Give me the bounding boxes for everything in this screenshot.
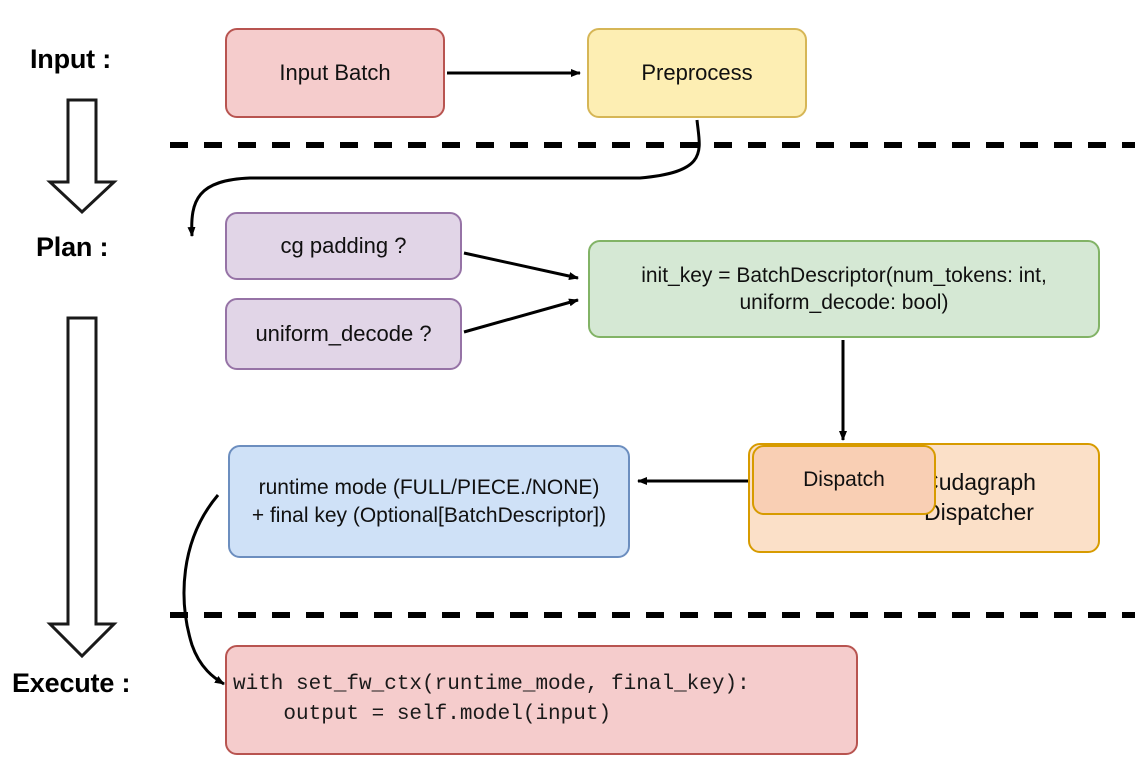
node-cudagraph-dispatcher-label: Cudagraph Dispatcher bbox=[922, 469, 1036, 525]
node-runtime-mode-label: runtime mode (FULL/PIECE./NONE) + final … bbox=[251, 476, 607, 527]
node-execute-code[interactable]: with set_fw_ctx(runtime_mode, final_key)… bbox=[225, 645, 858, 755]
node-runtime-mode[interactable]: runtime mode (FULL/PIECE./NONE) + final … bbox=[228, 445, 630, 558]
stage-label-execute: Execute : bbox=[12, 668, 131, 698]
arrow-runtime-mode-to-execute-code bbox=[182, 494, 225, 686]
node-init-key-label: init_key = BatchDescriptor(num_tokens: i… bbox=[641, 263, 1047, 314]
node-dispatch-label: Dispatch bbox=[803, 468, 885, 492]
node-cg-padding[interactable]: cg padding ? bbox=[225, 212, 462, 280]
node-execute-code-label: with set_fw_ctx(runtime_mode, final_key)… bbox=[233, 672, 750, 726]
stage-label-input: Input : bbox=[30, 44, 112, 74]
node-uniform-decode-label: uniform_decode ? bbox=[255, 320, 432, 346]
node-cg-padding-label: cg padding ? bbox=[280, 232, 407, 258]
node-preprocess[interactable]: Preprocess bbox=[587, 28, 807, 118]
stage-arrow-plan-to-execute bbox=[46, 316, 118, 659]
node-uniform-decode[interactable]: uniform_decode ? bbox=[225, 298, 462, 370]
arrow-cg-padding-to-init-key bbox=[463, 251, 579, 280]
stage-arrow-input-to-plan bbox=[46, 98, 118, 215]
stage-label-plan: Plan : bbox=[36, 232, 109, 262]
node-init-key[interactable]: init_key = BatchDescriptor(num_tokens: i… bbox=[588, 240, 1100, 338]
node-preprocess-label: Preprocess bbox=[641, 59, 753, 85]
node-input-batch-label: Input Batch bbox=[279, 59, 391, 85]
arrow-uniform-decode-to-init-key bbox=[463, 298, 579, 334]
node-dispatch[interactable]: Dispatch bbox=[752, 445, 936, 515]
node-input-batch[interactable]: Input Batch bbox=[225, 28, 445, 118]
